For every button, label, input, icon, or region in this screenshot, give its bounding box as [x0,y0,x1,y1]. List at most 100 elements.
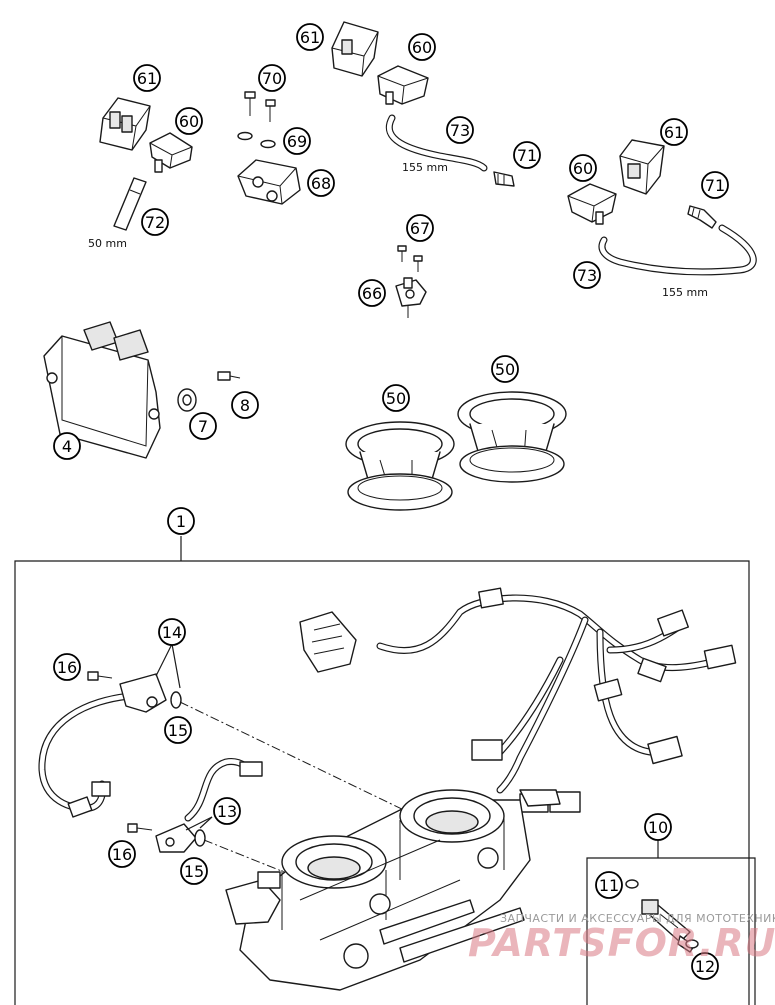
callout-15-lower: 15 [180,857,208,885]
svg-text:8: 8 [240,396,250,415]
callout-60-right: 60 [569,154,597,182]
svg-text:11: 11 [599,876,619,895]
callouts: 61 60 72 70 69 68 61 60 73 71 67 66 60 6… [53,23,729,980]
svg-text:67: 67 [410,219,430,238]
o-ring-15-lower [194,829,206,847]
washer-69 [237,131,276,149]
callout-50-left: 50 [382,384,410,412]
callout-67: 67 [406,214,434,242]
svg-text:15: 15 [168,721,188,740]
hose-73-center-dimension: 155 mm [402,161,448,174]
hose-73-right-dimension: 155 mm [662,286,708,299]
svg-text:61: 61 [137,69,157,88]
svg-text:71: 71 [705,176,725,195]
callout-15-upper: 15 [164,716,192,744]
injector-o-ring-12 [685,939,699,949]
callout-8: 8 [231,391,259,419]
map-sensor-bracket-61-right [619,139,665,195]
svg-text:60: 60 [179,112,199,131]
map-sensor-bracket-61-left [99,97,151,151]
nipple-71-center [493,171,515,187]
svg-text:73: 73 [577,266,597,285]
callout-73-center: 73 [446,116,474,144]
callout-11: 11 [595,871,623,899]
injector-o-ring-11 [625,879,639,889]
watermark-tagline: ЗАПЧАСТИ И АКСЕССУАРЫ ДЛЯ МОТОТЕХНИКИ [500,912,775,925]
svg-text:10: 10 [648,818,668,837]
svg-text:71: 71 [517,146,537,165]
map-sensor-60-center [377,65,429,105]
svg-text:73: 73 [450,121,470,140]
svg-text:70: 70 [262,69,282,88]
svg-text:4: 4 [62,437,72,456]
callout-7: 7 [189,412,217,440]
svg-text:16: 16 [57,658,77,677]
svg-text:60: 60 [573,159,593,178]
callout-12: 12 [691,952,719,980]
callout-60-center: 60 [408,33,436,61]
screw-70 [244,91,276,122]
svg-text:61: 61 [664,123,684,142]
callout-10: 10 [644,813,672,841]
throttle-position-sensor-14 [38,673,167,818]
svg-text:60: 60 [412,38,432,57]
svg-text:15: 15 [184,862,204,881]
assembly-line-upper [179,701,409,813]
callout-69: 69 [283,127,311,155]
svg-text:1: 1 [176,512,186,531]
hose-72-dimension: 50 mm [88,237,127,250]
svg-text:7: 7 [198,417,208,436]
hose-73-right [598,224,757,276]
watermark-brand: PARTSFOR.RU [468,921,775,965]
o-ring-15-upper [170,691,182,709]
map-sensor-60-right [567,183,617,225]
callout-70: 70 [258,64,286,92]
callout-1: 1 [167,507,195,535]
air-funnel-50-left [345,421,455,511]
leader-lines [155,643,213,831]
bracket-68 [237,159,301,205]
callout-14: 14 [158,618,186,646]
nipple-71-right [687,205,717,229]
callout-60-left: 60 [175,107,203,135]
callout-71-right: 71 [701,171,729,199]
svg-text:12: 12 [695,957,715,976]
svg-text:68: 68 [311,174,331,193]
grommet-7 [177,388,197,412]
throttle-body [225,789,561,991]
svg-text:61: 61 [300,28,320,47]
air-funnel-50-right [457,391,567,483]
svg-text:14: 14 [162,623,182,642]
callout-61-center: 61 [296,23,324,51]
svg-text:72: 72 [145,213,165,232]
hose-73-center [386,114,488,172]
callout-13: 13 [213,797,241,825]
svg-text:16: 16 [112,845,132,864]
callout-72: 72 [141,208,169,236]
callout-50-right: 50 [491,355,519,383]
svg-text:66: 66 [362,284,382,303]
screw-16-lower [127,823,153,833]
harness-connectors [471,587,737,813]
screw-67 [397,245,423,272]
map-sensor-bracket-61-center [331,21,379,77]
callout-16-lower: 16 [108,840,136,868]
hose-72 [113,177,147,231]
svg-text:69: 69 [287,132,307,151]
injector-box [586,857,756,1005]
callout-16-upper: 16 [53,653,81,681]
callout-61-left: 61 [133,64,161,92]
sensor-66 [395,277,427,318]
harness-main-connector [299,611,357,673]
svg-text:13: 13 [217,802,237,821]
callout-73-right: 73 [573,261,601,289]
sensor-13 [155,758,263,853]
ecu-4 [43,321,161,459]
callout-71-center: 71 [513,141,541,169]
map-sensor-60-left [149,132,193,173]
callout-61-right: 61 [660,118,688,146]
callout-4: 4 [53,432,81,460]
callout-68: 68 [307,169,335,197]
svg-text:50: 50 [495,360,515,379]
